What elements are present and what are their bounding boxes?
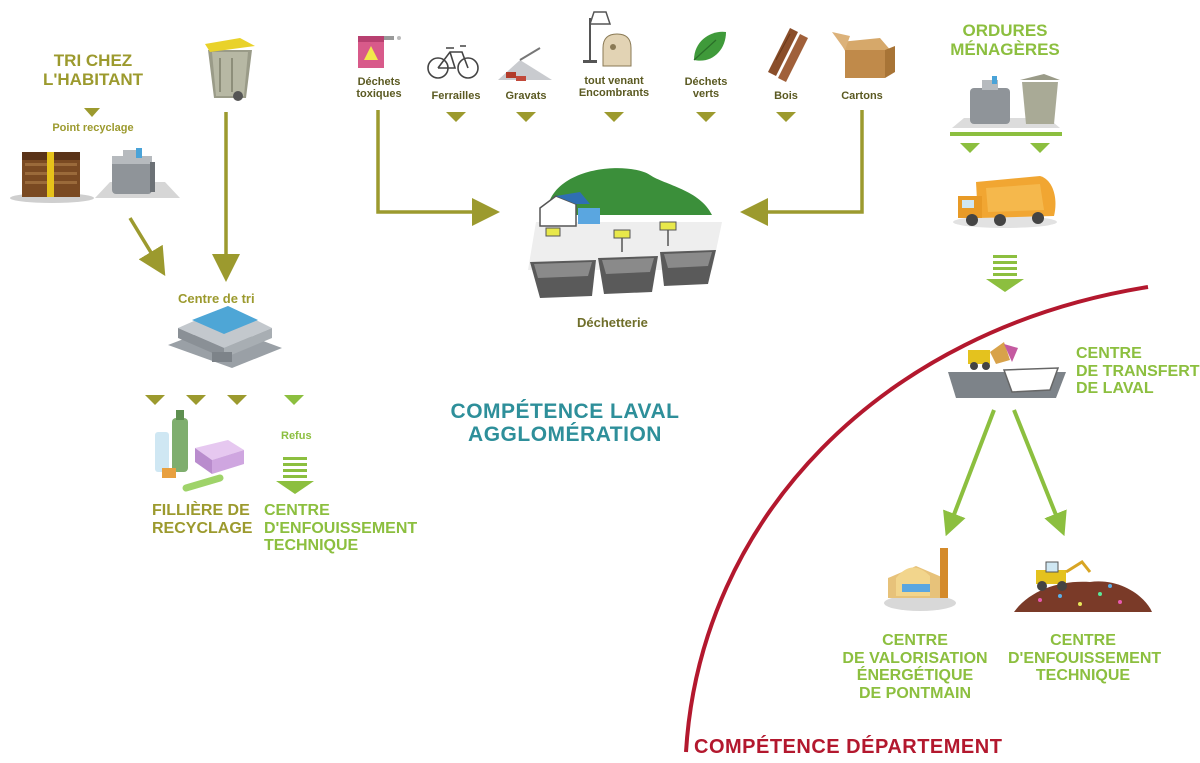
down-triangle-icon [960,143,980,153]
filiere-recyclage-label: FILLIÈRE DE RECYCLAGE [152,502,253,537]
incinerator-icon [884,548,956,611]
wood-planks-icon [768,28,808,82]
down-triangle-icon [516,112,536,122]
decheterie-item-ferrailles: Ferrailles [431,90,481,102]
transfer-center-icon [948,342,1066,398]
rubble-icon [498,47,552,81]
bicycle-icon [427,45,479,79]
decheterie-item-bois: Bois [774,90,798,102]
arrow-point-to-tri [128,217,166,276]
down-triangle-icon [776,112,796,122]
competence-departement-label: COMPÉTENCE DÉPARTEMENT [694,736,1003,758]
down-triangle-icon [284,395,304,405]
furniture-icon [583,11,632,67]
decheterie-item-cartons: Cartons [841,90,883,102]
departement-boundary-arc [684,285,1149,753]
centre-de-tri-label: Centre de tri [178,291,255,306]
down-triangle-icon [186,395,206,405]
down-triangle-icon [604,112,624,122]
recycled-products-icon [155,410,244,492]
centre-enfouissement-dept-label: CENTRE D'ENFOUISSEMENT TECHNIQUE [1008,632,1162,685]
centre-enfouissement-tri-label: CENTRE D'ENFOUISSEMENT TECHNIQUE [264,502,418,555]
down-triangle-icon [696,112,716,122]
down-triangle-icon [84,108,100,117]
point-recyclage-label: Point recyclage [52,122,134,134]
refus-arrow-icon [276,457,314,494]
centre-transfert-label: CENTRE DE TRANSFERT DE LAVAL [1076,345,1200,398]
ordures-menageres-title: ORDURES MÉNAGÈRES [950,21,1060,59]
competence-laval-label: COMPÉTENCE LAVAL AGGLOMÉRATION [450,400,680,447]
down-triangle-icon [227,395,247,405]
decheterie-label: Déchetterie [577,315,648,330]
arrow-transfer-to-enfouissement [1012,409,1067,537]
sorting-center-icon [168,306,282,368]
decheterie-item-gravats: Gravats [505,90,547,102]
wheelie-bin-icon [205,38,255,101]
cardboard-box-icon [832,32,895,78]
arrow-transfer-to-valorisation [943,409,996,537]
down-triangle-icon [446,112,466,122]
recycling-bin-icon [95,148,180,198]
leaf-icon [693,31,726,61]
landfill-icon [1014,560,1152,612]
divider-line [950,132,1062,136]
garbage-bin-icon [952,74,1060,128]
tri-chez-habitant-title: TRI CHEZ L'HABITANT [42,51,144,89]
decheterie-item-encombrants: tout venant Encombrants [578,75,650,100]
green-stacked-arrow-icon [986,255,1024,292]
toxic-paint-can-icon [358,36,401,68]
down-triangle-icon [1030,143,1050,153]
decheterie-item-dechets-toxiques: Déchets toxiques [356,76,402,101]
decheterie-icon [528,168,722,298]
arrow-toxic-to-decheterie [376,110,500,226]
glass-container-icon [10,152,94,203]
down-triangle-icon [145,395,165,405]
refus-label: Refus [281,430,312,442]
garbage-truck-icon [953,176,1057,228]
centre-valorisation-label: CENTRE DE VALORISATION ÉNERGÉTIQUE DE PO… [842,632,988,702]
decheterie-item-dechets-verts: Déchets verts [684,76,728,101]
arrow-cartons-to-decheterie [740,110,864,226]
